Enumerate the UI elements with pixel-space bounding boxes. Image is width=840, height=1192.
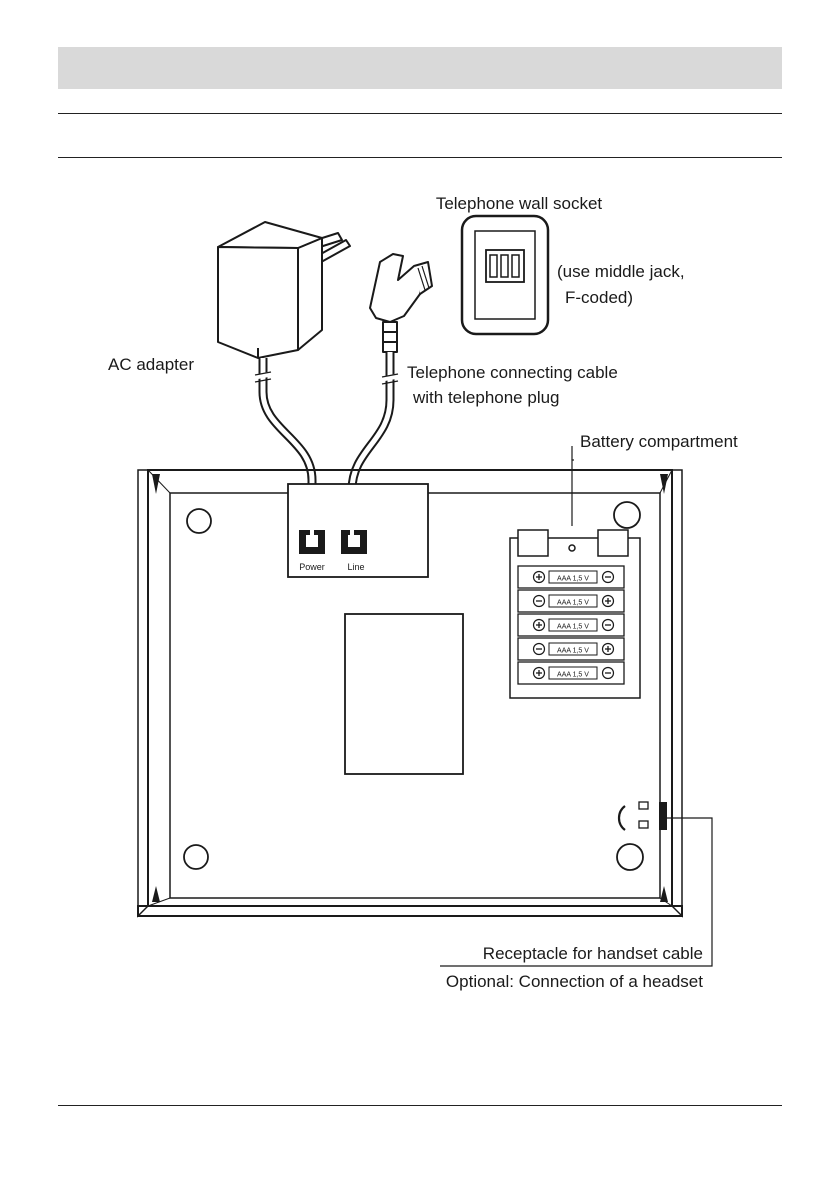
handset-receptacle [619,802,667,830]
battery-label: AAA 1,5 V [557,648,589,655]
port-power-label: Power [299,562,325,572]
battery-slot: AAA 1,5 V [518,638,624,660]
receptacle-label: Receptacle for handset cable [483,944,703,963]
wall-socket [462,216,548,334]
battery-slot: AAA 1,5 V [518,566,624,588]
wall-socket-label: Telephone wall socket [436,194,603,213]
battery-label: AAA 1,5 V [557,624,589,631]
port-line-label: Line [347,562,364,572]
cable-label-line-2: with telephone plug [412,388,560,407]
foot-bottom-right [617,844,643,870]
telephone-plug [370,254,432,352]
battery-rows: AAA 1,5 V AAA 1,5 V AAA 1,5 V AAA 1,5 V AAA … [518,566,624,684]
foot-top-left [187,509,211,533]
jack-note-line-2: F-coded) [565,288,633,307]
port-power [299,528,325,554]
cable-label-line-1: Telephone connecting cable [407,363,618,382]
battery-slot: AAA 1,5 V [518,590,624,612]
port-line [341,528,367,554]
foot-top-right [614,502,640,528]
leader-lines [440,446,741,966]
foot-bottom-left [184,845,208,869]
battery-label: AAA 1,5 V [557,672,589,679]
jack-note-line-1: (use middle jack, [557,262,685,281]
handset-icon [619,806,625,830]
battery-compartment-label: Battery compartment [580,432,738,451]
battery-slot: AAA 1,5 V [518,662,624,684]
ac-adapter [218,222,350,358]
ac-adapter-label: AC adapter [108,355,194,374]
label-plate [345,614,463,774]
battery-slot: AAA 1,5 V [518,614,624,636]
battery-label: AAA 1,5 V [557,576,589,583]
headset-label: Optional: Connection of a headset [446,972,703,991]
battery-label: AAA 1,5 V [557,600,589,607]
